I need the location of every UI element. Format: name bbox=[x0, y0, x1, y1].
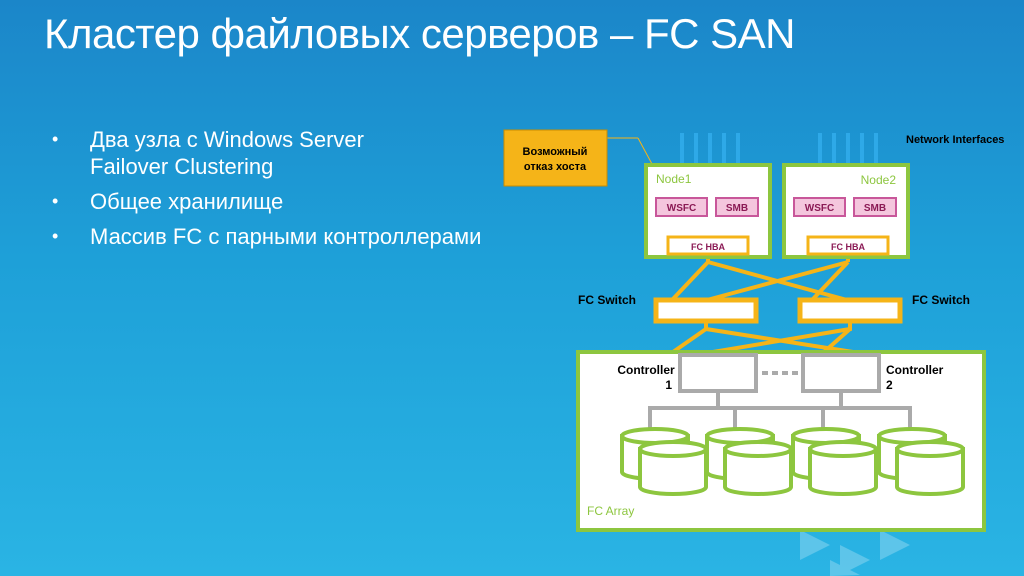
bullet-line: Failover Clustering bbox=[90, 154, 274, 179]
fc-switch-left bbox=[653, 297, 759, 324]
disk-icon bbox=[723, 440, 793, 496]
node1-wsfc-role bbox=[655, 197, 708, 217]
controller-2 bbox=[801, 353, 881, 393]
bullet-item: Общее хранилище bbox=[50, 188, 570, 215]
fc-array-label: FC Array bbox=[587, 504, 634, 518]
bullet-line: Массив FC с парными контроллерами bbox=[90, 224, 482, 249]
node2-fc-hba bbox=[806, 235, 890, 256]
bullet-line: Два узла с Windows Server bbox=[90, 127, 364, 152]
bullet-line: Общее хранилище bbox=[90, 189, 284, 214]
bullet-list: Два узла с Windows Server Failover Clust… bbox=[50, 126, 570, 258]
fc-switch-right bbox=[797, 297, 903, 324]
node1-wsfc-label: WSFC bbox=[667, 203, 696, 214]
disk-icon bbox=[808, 440, 878, 496]
disk-group bbox=[620, 427, 965, 496]
controller-1-number: 1 bbox=[665, 378, 672, 392]
callout-leader bbox=[637, 137, 653, 165]
node1-smb-role bbox=[715, 197, 759, 217]
node2-wsfc-role bbox=[793, 197, 846, 217]
disk-icon bbox=[638, 440, 708, 496]
network-interfaces-node1 bbox=[680, 133, 740, 164]
fc-switch-left-label: FC Switch bbox=[578, 293, 636, 307]
callout-line: Возможный bbox=[523, 146, 588, 158]
controller-2-label: Controller bbox=[886, 363, 944, 377]
host-failure-callout bbox=[503, 129, 608, 187]
controller-1-label: Controller bbox=[617, 363, 675, 377]
node2-smb-label: SMB bbox=[864, 203, 886, 214]
node2-hba-label: FC HBA bbox=[831, 242, 865, 252]
network-interfaces-label: Network Interfaces bbox=[906, 134, 1004, 146]
node2-smb-role bbox=[853, 197, 897, 217]
bullet-item: Два узла с Windows Server Failover Clust… bbox=[50, 126, 570, 180]
disk-connections bbox=[648, 391, 912, 430]
node2-label: Node2 bbox=[861, 173, 897, 187]
network-interfaces-node2 bbox=[818, 133, 878, 164]
node1-label: Node1 bbox=[656, 172, 692, 186]
callout-line: отказ хоста bbox=[524, 161, 587, 173]
node2-wsfc-label: WSFC bbox=[805, 203, 834, 214]
fc-switch-right-label: FC Switch bbox=[912, 293, 970, 307]
node1-fc-hba bbox=[666, 235, 750, 256]
disk-icon bbox=[895, 440, 965, 496]
fc-links bbox=[670, 254, 854, 354]
bullet-item: Массив FC с парными контроллерами bbox=[50, 223, 570, 250]
slide-title: Кластер файловых серверов – FC SAN bbox=[44, 10, 796, 57]
controller-2-number: 2 bbox=[886, 378, 893, 392]
node1-hba-label: FC HBA bbox=[691, 242, 725, 252]
controller-1 bbox=[678, 353, 758, 393]
decorative-triangles bbox=[800, 530, 910, 576]
node1-smb-label: SMB bbox=[726, 203, 748, 214]
